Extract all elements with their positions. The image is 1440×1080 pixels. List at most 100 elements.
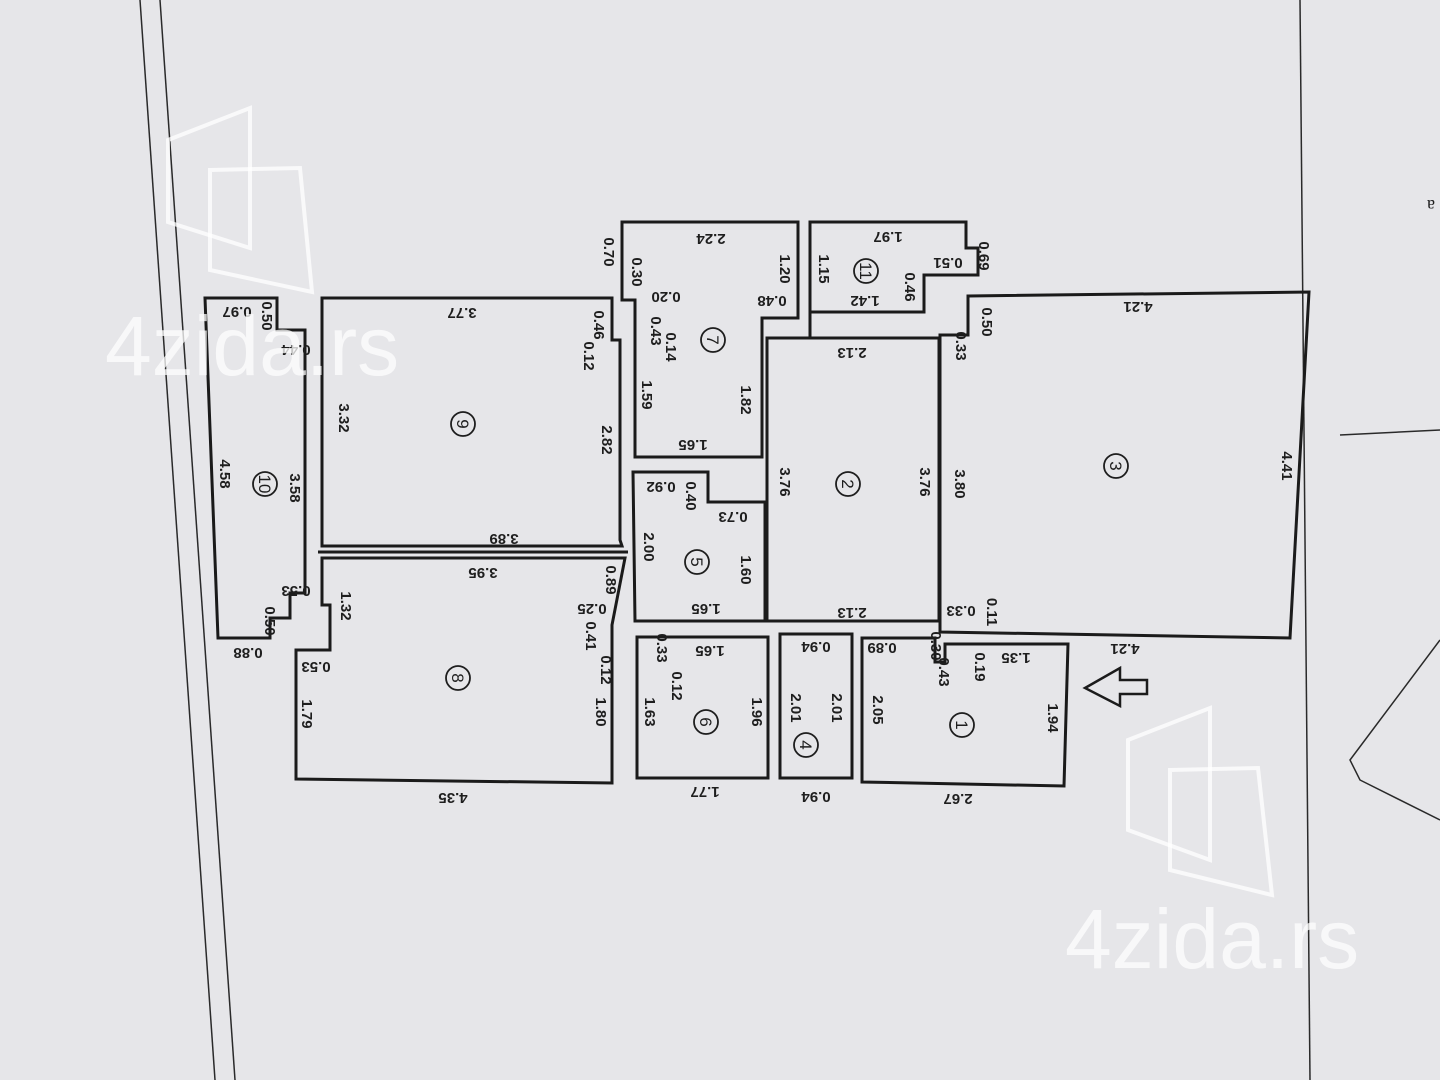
dimension-label-r3: 0.11: [983, 598, 1000, 626]
dimension-label-r7: 2.24: [696, 230, 726, 247]
dimension-label-r3: 0.33: [946, 602, 975, 619]
room-3-outline: [938, 290, 1311, 640]
dimension-label-r5: 0.73: [718, 508, 747, 525]
dimension-labels: 2.671.941.350.190.430.300.892.052.132.13…: [216, 228, 1295, 807]
room-number: 11: [856, 262, 875, 280]
dimension-label-r2: 3.76: [776, 467, 793, 496]
dimension-label-r8: 0.53: [301, 658, 330, 675]
room-number: 10: [255, 475, 274, 494]
dimension-label-r4: 2.01: [828, 693, 845, 722]
room-number: 8: [448, 673, 467, 682]
dimension-label-r1: 1.94: [1044, 703, 1061, 733]
dimension-label-r11: 0.46: [901, 272, 918, 301]
room-6-outline: [635, 635, 770, 780]
room-4-label: 4: [793, 732, 819, 758]
room-number-circle: [450, 411, 476, 437]
dimension-label-r8: 0.12: [597, 655, 614, 684]
dimension-label-r6: 1.77: [690, 783, 719, 800]
dimension-label-r7: 1.65: [678, 436, 707, 453]
dimension-label-r7: 0.70: [600, 237, 617, 266]
room-4-outline: [778, 632, 854, 780]
room-number: 9: [453, 419, 472, 428]
dimension-label-r1: 1.35: [1001, 649, 1030, 666]
room-number: 7: [703, 335, 722, 344]
room-1-label: 1: [949, 712, 975, 738]
dimension-label-r10: 4.58: [216, 459, 233, 488]
dimension-label-r9: 3.89: [489, 530, 518, 547]
room-11-label: 11: [853, 258, 879, 284]
room-3-label: 3: [1103, 453, 1129, 479]
dimension-label-r5: 0.40: [682, 481, 699, 510]
dimension-label-r5: 0.92: [646, 478, 675, 495]
dimension-label-r3: 4.21: [1110, 640, 1139, 657]
room-8-outline: [294, 556, 627, 785]
room-2-label: 2: [835, 471, 861, 497]
dimension-label-r1: 2.67: [943, 790, 972, 807]
room-10-label: 10: [252, 471, 278, 497]
room-number: 1: [952, 720, 971, 729]
room-1-outline: [860, 636, 1070, 788]
room-9-label: 9: [450, 411, 476, 437]
dimension-label-r7: 0.14: [662, 332, 679, 362]
dimension-label-r8: 1.32: [337, 591, 354, 620]
dimension-label-r8: 0.89: [602, 565, 619, 594]
dimension-label-r6: 1.65: [695, 642, 724, 659]
room-number-circle: [835, 471, 861, 497]
room-number: 2: [838, 479, 857, 488]
room-5-label: 5: [684, 549, 710, 575]
room-number-circle: [445, 665, 471, 691]
room-number-circle: [853, 258, 879, 284]
room-number-circle: [949, 712, 975, 738]
dimension-label-r9: 0.12: [580, 341, 597, 370]
dimension-label-r11: 0.51: [933, 254, 962, 271]
entrance-arrow: [1082, 665, 1149, 709]
dimension-label-r3: 4.41: [1278, 451, 1295, 480]
dimension-label-r6: 0.33: [653, 633, 670, 662]
room-11-outline: [808, 220, 980, 314]
dimension-label-r4: 2.01: [787, 693, 804, 722]
dimension-label-r11: 1.15: [815, 254, 832, 283]
room-number: 6: [696, 717, 715, 726]
dimension-label-r3: 4.21: [1123, 298, 1152, 315]
dimension-label-r8: 0.41: [582, 621, 599, 650]
dimension-label-r9: 0.46: [590, 310, 607, 339]
dimension-label-r6: 1.63: [641, 697, 658, 726]
room-9-outline: [320, 296, 625, 548]
dimension-label-r10: 0.88: [233, 644, 262, 661]
right-lines: [1339, 429, 1440, 821]
dimension-label-r3: 0.33: [952, 331, 969, 360]
dimension-label-r10: 0.44: [281, 341, 311, 358]
dimension-label-r1: 2.05: [869, 695, 886, 724]
room-number: 4: [796, 740, 815, 749]
edge-letter: a: [1427, 196, 1435, 216]
dimension-label-r11: 1.42: [850, 292, 879, 309]
room-numbers: 1 2 3 4 5 6 7 8 9 10 11: [252, 258, 1129, 758]
dimension-label-r7: 1.59: [638, 380, 655, 409]
room-number: 5: [687, 557, 706, 566]
dimension-label-r7: 0.20: [651, 288, 680, 305]
room-8-label: 8: [445, 665, 471, 691]
dimension-label-r1: 0.30: [927, 631, 944, 660]
dimension-label-r5: 0.25: [577, 600, 606, 617]
dimension-label-r7: 0.30: [628, 257, 645, 286]
dimension-label-r10: 0.50: [261, 606, 278, 635]
dimension-label-r1: 0.19: [971, 652, 988, 681]
dimension-label-r2: 2.13: [837, 604, 866, 621]
room-6-label: 6: [693, 709, 719, 735]
room-number-circle: [693, 709, 719, 735]
dimension-label-r5: 1.65: [691, 600, 720, 617]
dimension-label-r5: 2.00: [640, 532, 657, 561]
dimension-label-r7: 1.20: [776, 254, 793, 283]
dimension-label-r9: 3.77: [447, 304, 476, 321]
dimension-label-r1: 0.89: [867, 639, 896, 656]
dimension-label-r2: 2.13: [837, 344, 866, 361]
dimension-label-r11: 0.69: [975, 241, 992, 270]
room-7-outline: [620, 220, 800, 459]
watermark-text-bottom: 4zida.rs: [1065, 892, 1359, 986]
dimension-label-r6: 0.12: [668, 671, 685, 700]
room-number-circle: [793, 732, 819, 758]
room-number-circle: [1103, 453, 1129, 479]
dimension-label-r1: 0.43: [935, 657, 952, 686]
